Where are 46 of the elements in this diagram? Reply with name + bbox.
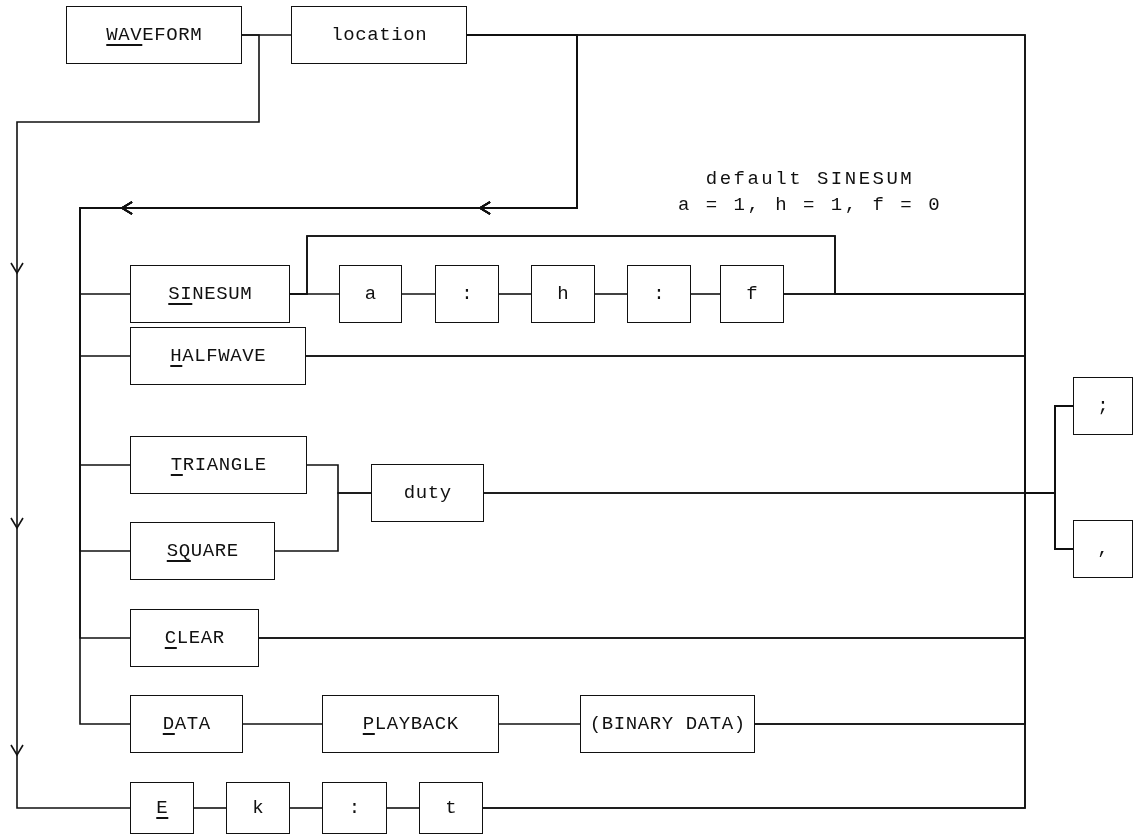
- syntax-box: [322, 782, 387, 834]
- syntax-box: [339, 265, 402, 323]
- keyword-text: a: [364, 283, 377, 305]
- syntax-box: [371, 464, 484, 522]
- keyword-text: location: [331, 24, 428, 46]
- syntax-box: [291, 6, 467, 64]
- keyword-text: duty: [403, 482, 452, 504]
- syntax-box: [66, 6, 242, 64]
- syntax-box: [435, 265, 499, 323]
- keyword-text: TRIANGLE: [170, 454, 267, 476]
- syntax-box: [1073, 377, 1133, 435]
- keyword-text: :: [653, 283, 666, 305]
- keyword-text: f: [746, 283, 759, 305]
- syntax-box: [130, 695, 243, 753]
- syntax-box: [130, 436, 307, 494]
- syntax-box: [1073, 520, 1133, 578]
- note-text: default SINESUM: [705, 167, 915, 192]
- syntax-box: [130, 522, 275, 580]
- keyword-text: DATA: [162, 713, 211, 735]
- syntax-box: [130, 327, 306, 385]
- keyword-text: (BINARY DATA): [589, 713, 746, 735]
- syntax-box: [419, 782, 483, 834]
- keyword-text: SINESUM: [168, 283, 253, 305]
- syntax-box: [226, 782, 290, 834]
- keyword-text: :: [461, 283, 474, 305]
- note-text: a = 1, h = 1, f = 0: [677, 193, 943, 218]
- keyword-text: t: [445, 797, 458, 819]
- syntax-box: [130, 782, 194, 834]
- keyword-text: E: [156, 797, 169, 819]
- keyword-text: HALFWAVE: [170, 345, 267, 367]
- syntax-box: [720, 265, 784, 323]
- keyword-text: CLEAR: [164, 627, 225, 649]
- keyword-text: ,: [1097, 538, 1110, 560]
- keyword-text: SQUARE: [166, 540, 239, 562]
- syntax-box: [130, 265, 290, 323]
- syntax-box: [130, 609, 259, 667]
- keyword-text: ;: [1097, 395, 1110, 417]
- keyword-text: h: [557, 283, 570, 305]
- keyword-text: WAVEFORM: [106, 24, 203, 46]
- syntax-box: [531, 265, 595, 323]
- syntax-box: [627, 265, 691, 323]
- syntax-box: [580, 695, 755, 753]
- keyword-text: :: [348, 797, 361, 819]
- keyword-text: k: [252, 797, 265, 819]
- keyword-text: PLAYBACK: [362, 713, 459, 735]
- syntax-box: [322, 695, 499, 753]
